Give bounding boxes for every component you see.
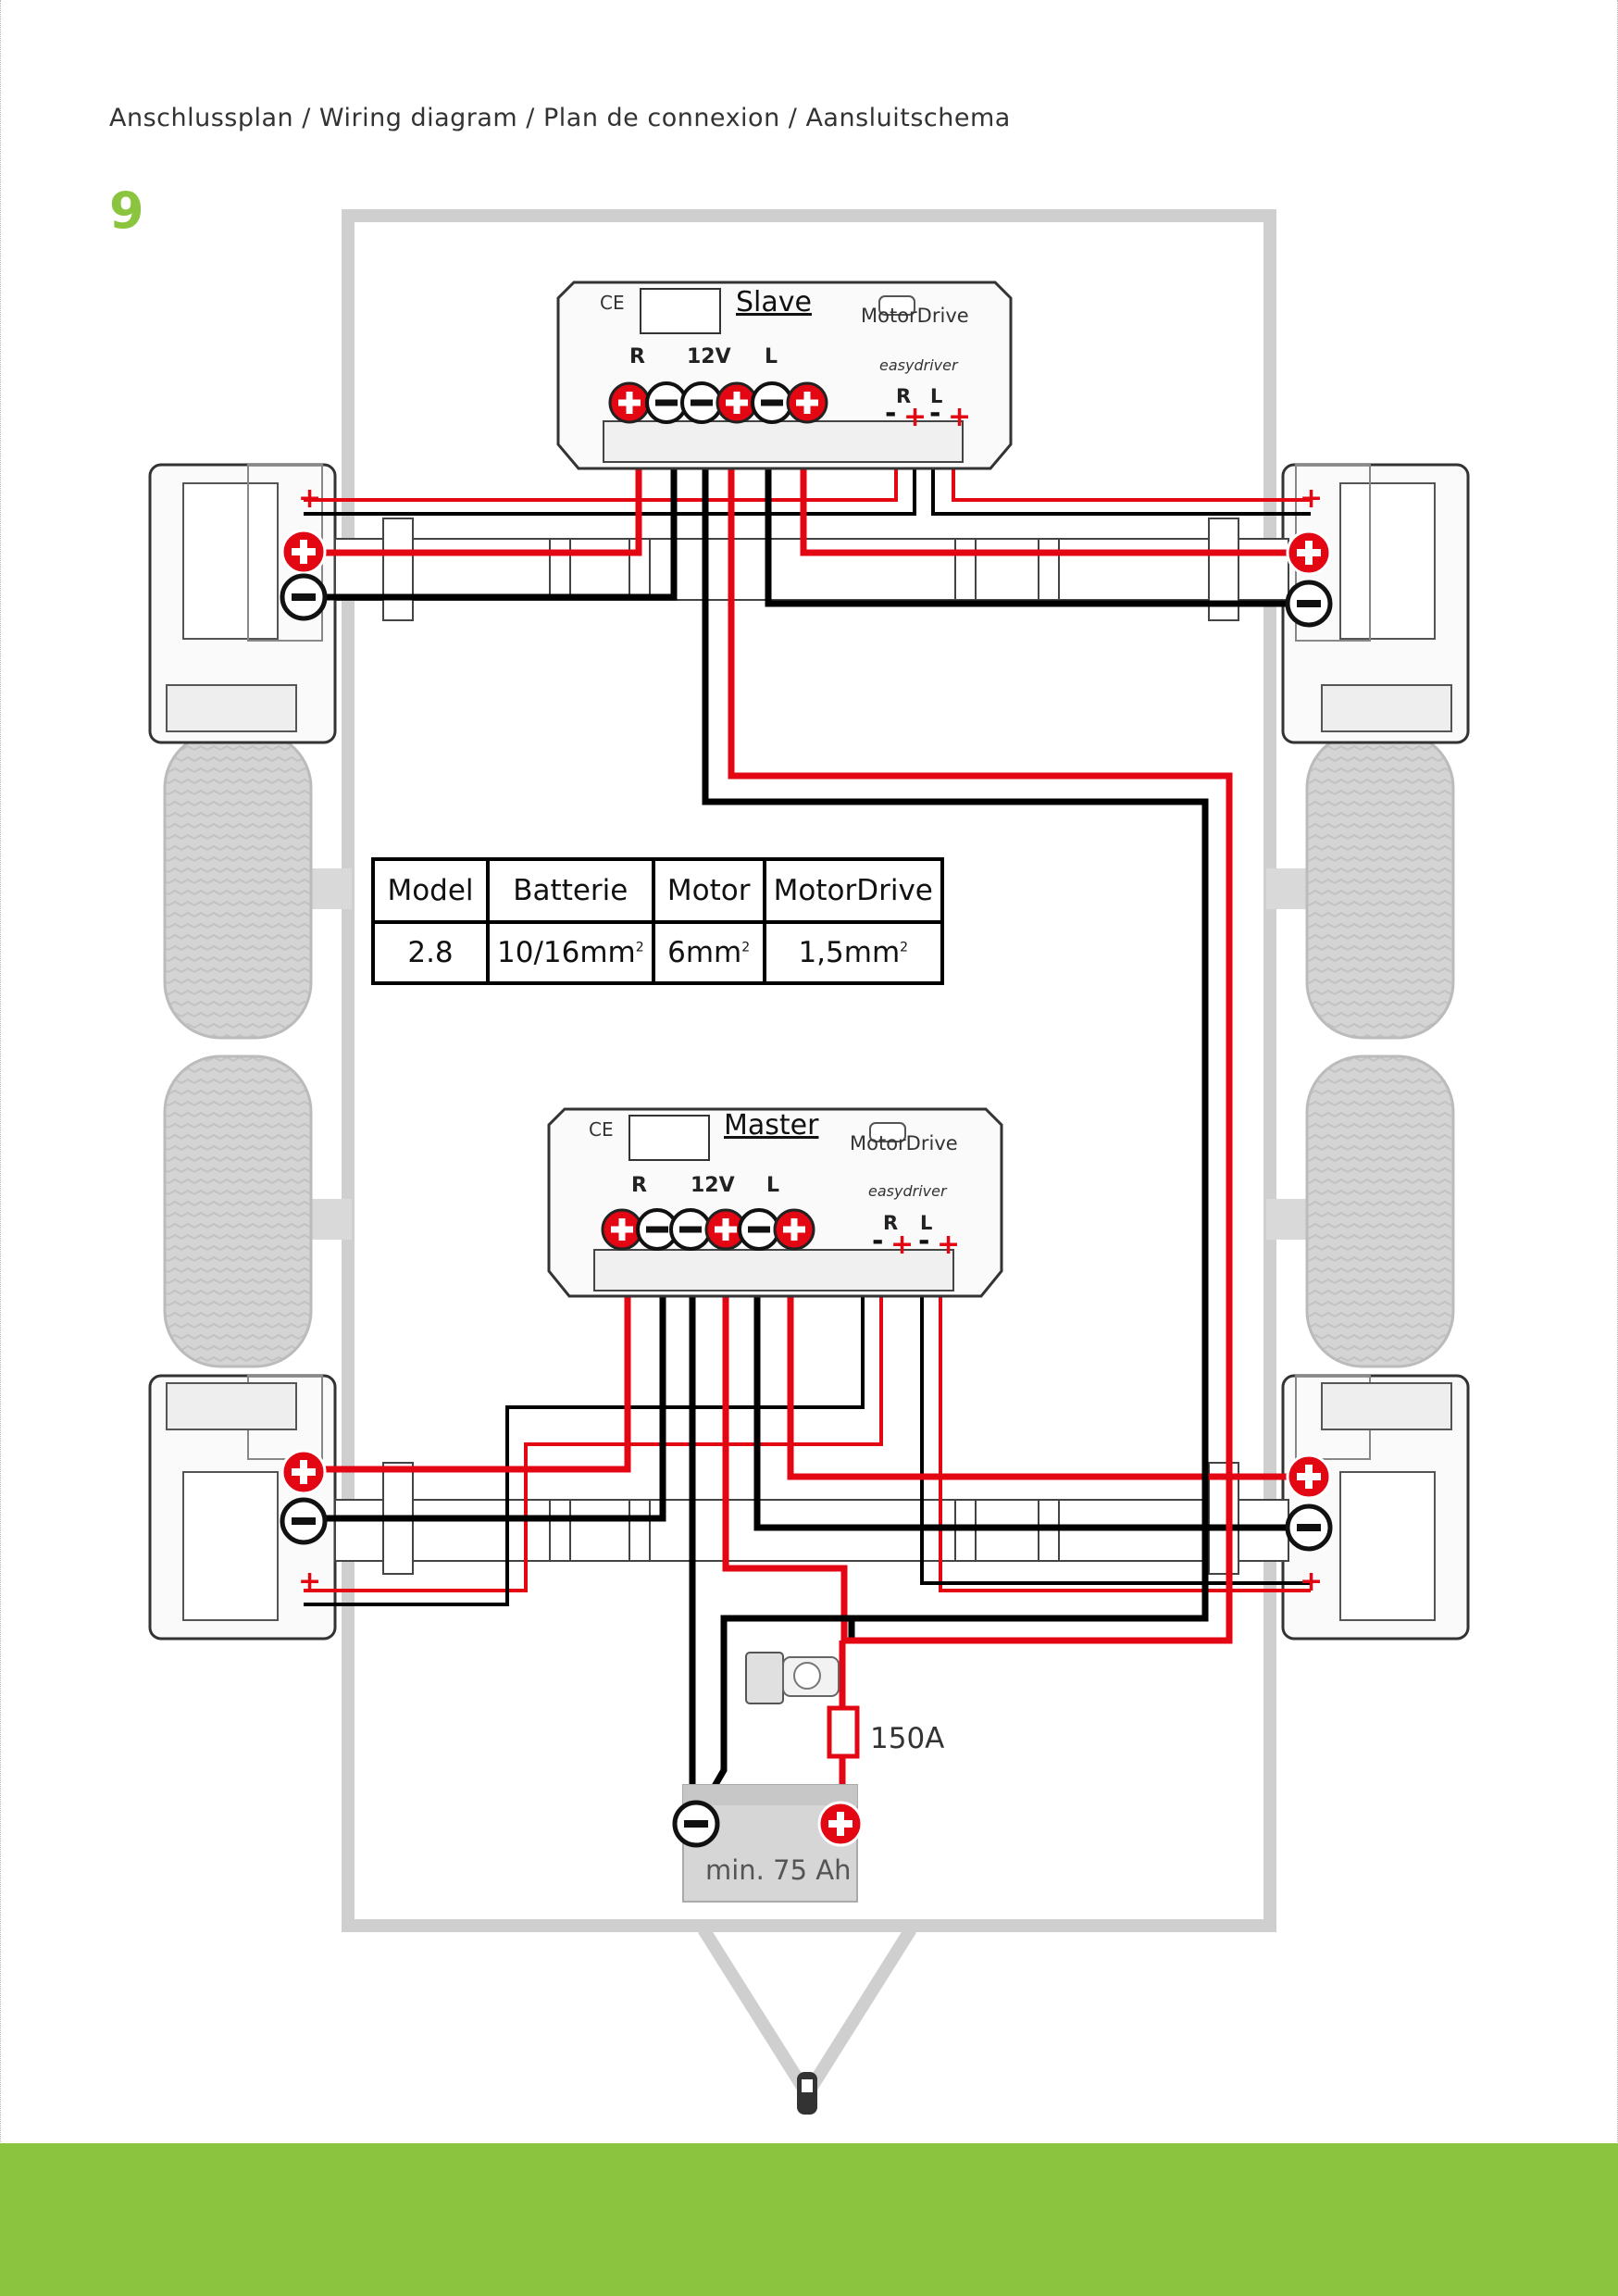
slave-md-label-l: L: [930, 385, 942, 407]
master-logo-text: easydriver: [868, 1182, 948, 1200]
slave-terminal-r-negative: [645, 381, 688, 424]
motor-right-lower: [1281, 1374, 1470, 1641]
fuse-label: 150A: [870, 1722, 944, 1755]
svg-text:-: -: [885, 397, 896, 430]
svg-text:-: -: [929, 397, 940, 430]
slave-ce-mark: CE: [600, 292, 625, 314]
motor-left-lower: [148, 1374, 337, 1641]
table-row: 2.8 10/16mm2 6mm2 1,5mm2: [371, 920, 944, 985]
motordrive-markers: -+ -+ -+ -+ ++ ++: [298, 397, 1323, 1598]
motor-right-upper: [1281, 463, 1470, 744]
battery-label: min. 75 Ah: [705, 1854, 851, 1886]
master-terminal-l-negative: [738, 1208, 780, 1251]
motor-wires-lower: [310, 1252, 1307, 1531]
wheel-right-upper: [1305, 730, 1455, 1040]
slave-label-r: R: [629, 345, 645, 368]
svg-text:+: +: [1300, 1566, 1323, 1598]
signal-wires-lower: [304, 1255, 1311, 1606]
master-terminal-l-positive: [773, 1208, 815, 1251]
svg-text:+: +: [1300, 482, 1323, 515]
svg-text:+: +: [298, 482, 321, 515]
drawbar: [698, 1926, 916, 2107]
motor-left-upper-positive: [280, 529, 327, 575]
footer-bar: [0, 2143, 1618, 2296]
slave-terminal-12v-positive: [716, 381, 758, 424]
master-brand-label: MotorDrive: [850, 1132, 958, 1154]
wheel-right-lower: [1305, 1054, 1455, 1368]
hitch-coupling: [797, 2072, 817, 2115]
cell-batterie: 10/16mm2: [486, 920, 655, 985]
master-terminal-r-positive: [601, 1208, 643, 1251]
trailer-frame: [342, 209, 1276, 1932]
slave-label-12v: 12V: [687, 345, 731, 368]
svg-text:-: -: [918, 1225, 929, 1257]
col-header-model: Model: [371, 857, 490, 924]
slave-label-l: L: [765, 345, 778, 368]
cable-spec-table: Model Batterie Motor MotorDrive 2.8 10/1…: [371, 857, 944, 985]
col-header-motor: Motor: [651, 857, 766, 924]
motor-left-lower-negative: [282, 1500, 325, 1542]
page-header: Anschlussplan / Wiring diagram / Plan de…: [109, 104, 1011, 132]
motor-right-upper-positive: [1286, 530, 1332, 576]
master-label-r: R: [631, 1174, 647, 1197]
svg-text:+: +: [890, 1229, 914, 1261]
master-terminal-12v-negative: [669, 1208, 712, 1251]
slave-terminal-l-negative: [751, 381, 793, 424]
motor-left-upper: [148, 463, 337, 744]
battery: [682, 1784, 858, 1903]
slave-terminal-l-positive: [786, 381, 828, 424]
page-number: 9: [109, 181, 144, 240]
master-md-label-l: L: [920, 1212, 932, 1234]
slave-brand-label: MotorDrive: [861, 305, 969, 327]
master-md-label-r: R: [883, 1212, 898, 1234]
battery-negative-terminal: [675, 1803, 717, 1845]
fuse: [827, 1705, 860, 1759]
svg-text:+: +: [937, 1229, 960, 1261]
motor-right-lower-positive: [1286, 1454, 1332, 1500]
wheel-left-lower: [163, 1054, 313, 1368]
slave-md-label-r: R: [896, 385, 911, 407]
svg-text:+: +: [298, 1566, 321, 1598]
master-title: Master: [724, 1109, 819, 1142]
battery-switch: [745, 1652, 840, 1704]
cell-motordrive: 1,5mm2: [762, 920, 944, 985]
motor-left-lower-positive: [280, 1449, 327, 1495]
slave-title: Slave: [736, 286, 812, 318]
svg-text:-: -: [872, 1225, 883, 1257]
slave-terminal-12v-negative: [680, 381, 723, 424]
svg-text:+: +: [903, 401, 927, 433]
slave-logo-text: easydriver: [879, 356, 959, 374]
cell-motor: 6mm2: [651, 920, 766, 985]
col-header-batterie: Batterie: [486, 857, 655, 924]
motor-right-lower-negative: [1288, 1506, 1330, 1549]
motor-right-upper-negative: [1288, 582, 1330, 625]
slave-terminal-r-positive: [608, 381, 651, 424]
motor-left-upper-negative: [282, 576, 325, 618]
cell-model: 2.8: [371, 920, 490, 985]
wheel-left-upper: [163, 730, 313, 1040]
master-ce-mark: CE: [589, 1118, 614, 1141]
master-label-l: L: [766, 1174, 779, 1197]
svg-text:+: +: [948, 401, 971, 433]
battery-positive-terminal: [817, 1801, 864, 1847]
col-header-motordrive: MotorDrive: [762, 857, 944, 924]
master-label-12v: 12V: [691, 1174, 735, 1197]
